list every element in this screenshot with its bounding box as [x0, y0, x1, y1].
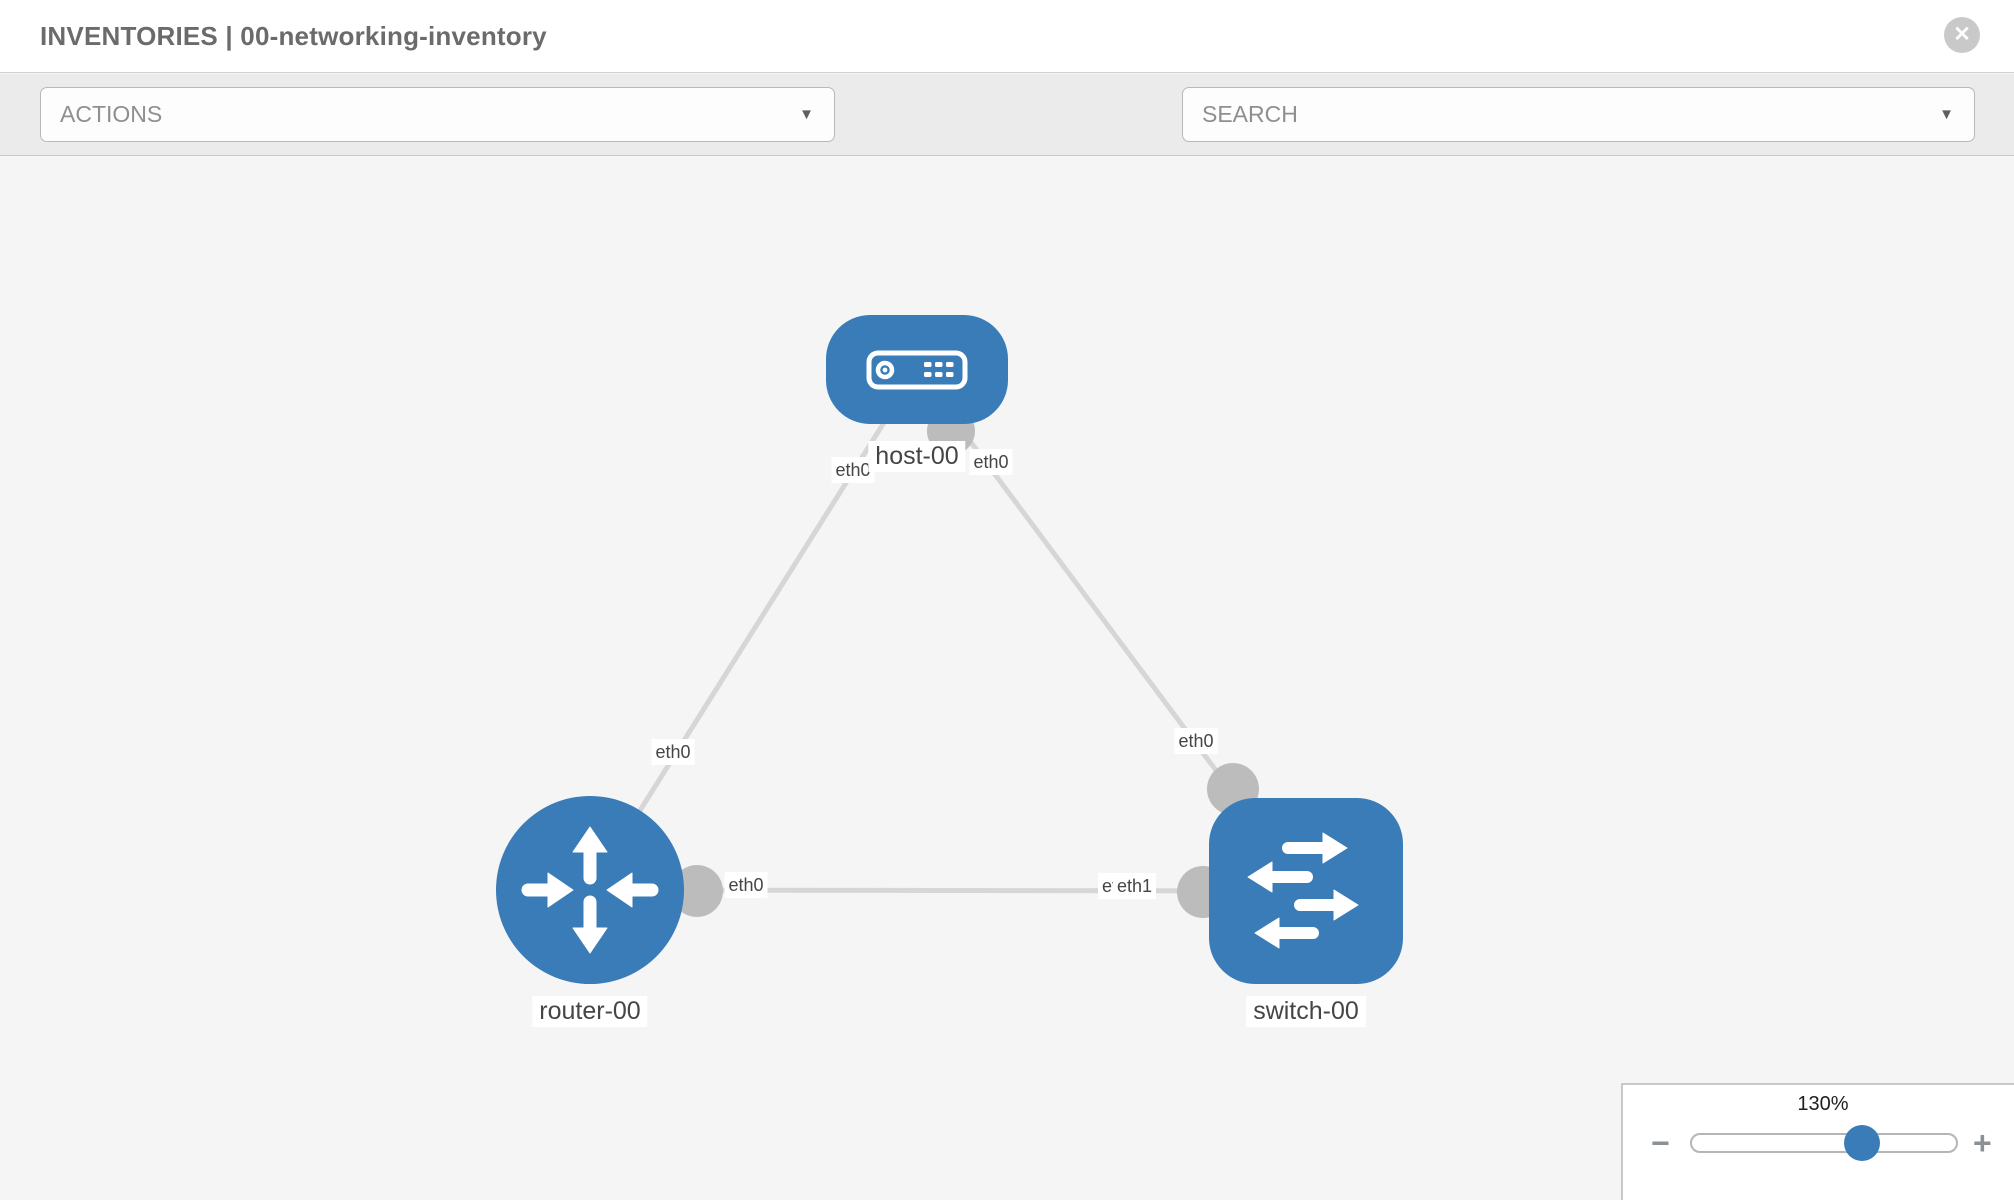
interface-label: eth0: [1174, 728, 1218, 754]
chevron-down-icon: ▼: [799, 106, 814, 123]
node-router-00[interactable]: [496, 796, 684, 984]
interface-label: eth0: [651, 739, 695, 765]
close-icon[interactable]: ✕: [1944, 17, 1980, 53]
interface-label: eth0: [831, 457, 875, 483]
search-dropdown[interactable]: SEARCH ▼: [1182, 87, 1975, 142]
zoom-slider-handle[interactable]: [1844, 1125, 1880, 1161]
chevron-down-icon: ▼: [1939, 106, 1954, 123]
host-icon: [866, 350, 968, 390]
zoom-out-button[interactable]: −: [1651, 1125, 1670, 1161]
interface-label: eth1: [1113, 873, 1157, 899]
actions-dropdown-label: ACTIONS: [60, 101, 163, 127]
zoom-panel: 130% − +: [1621, 1083, 2014, 1200]
port-router-right: [671, 865, 723, 917]
edge-host-router[interactable]: [587, 368, 920, 892]
topology-canvas[interactable]: eth0 eth0 eth0 eth0 eth0 eth0 eth1 host-…: [0, 157, 2014, 1200]
interface-label: eth0: [969, 449, 1013, 475]
node-label-switch: switch-00: [1246, 996, 1366, 1027]
actions-dropdown[interactable]: ACTIONS ▼: [40, 87, 835, 142]
zoom-in-button[interactable]: +: [1973, 1125, 1992, 1161]
page-title: INVENTORIES | 00-networking-inventory: [40, 21, 547, 51]
interface-label: eth0: [724, 872, 768, 898]
node-switch-00[interactable]: [1209, 798, 1403, 984]
zoom-level: 130%: [1797, 1093, 1849, 1115]
search-dropdown-label: SEARCH: [1202, 101, 1298, 127]
header: INVENTORIES | 00-networking-inventory ✕: [0, 0, 2014, 73]
switch-icon: [1247, 832, 1359, 949]
zoom-slider-track[interactable]: [1690, 1133, 1958, 1153]
node-host-00[interactable]: [826, 315, 1008, 424]
node-label-router: router-00: [532, 996, 648, 1027]
node-label-host: host-00: [868, 441, 966, 472]
toolbar: ACTIONS ▼ SEARCH ▼: [0, 74, 2014, 205]
router-icon: [521, 826, 659, 954]
